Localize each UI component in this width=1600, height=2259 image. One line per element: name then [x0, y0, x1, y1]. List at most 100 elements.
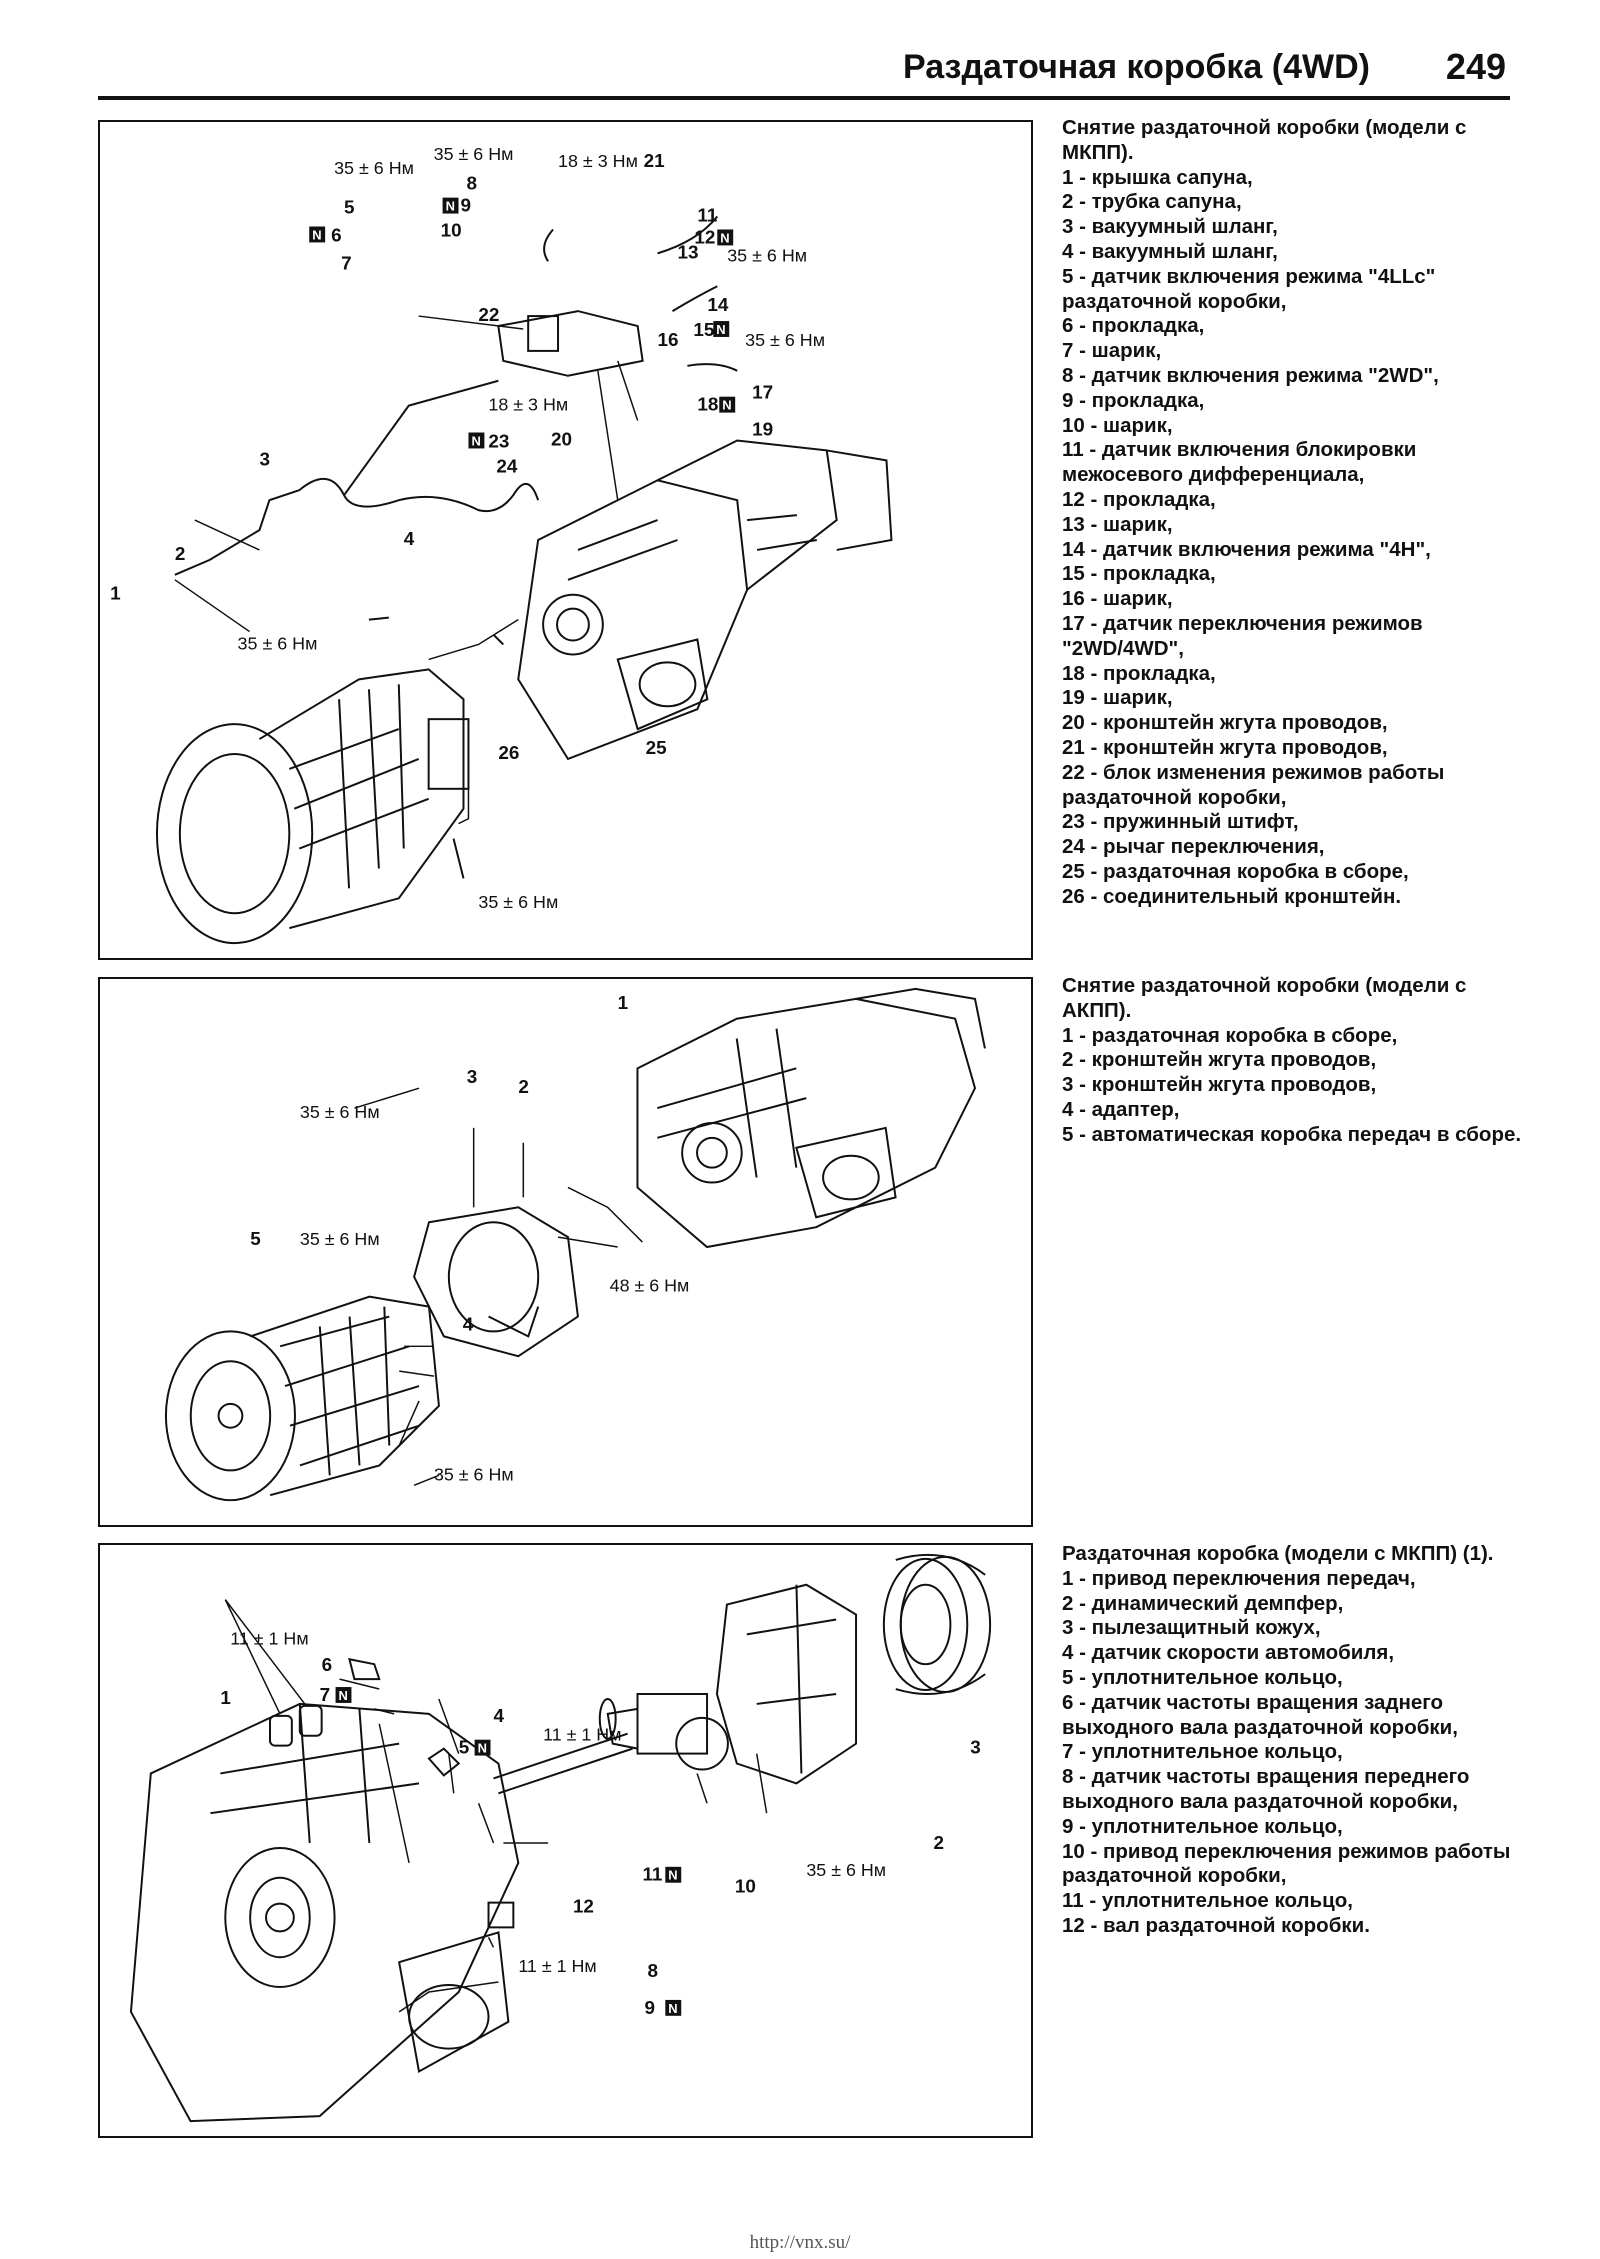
callout-number: 15	[693, 320, 714, 341]
footer-url: http://vnx.su/	[749, 2232, 851, 2253]
callout-number: 23	[488, 431, 509, 452]
callout-number: 26	[498, 743, 519, 764]
callout-number: 6	[322, 1654, 333, 1675]
torque-label: 35 ± 6 Нм	[434, 144, 514, 164]
page-header: Раздаточная коробка (4WD) 249	[98, 42, 1510, 100]
caption-item: 3 - вакуумный шланг,	[1062, 215, 1278, 239]
callout-number: 6	[331, 225, 342, 246]
caption-item: 22 - блок изменения режимов работы разда…	[1062, 760, 1445, 809]
diagram-callouts: 35 ± 6 Нм 35 ± 6 Нм 48 ± 6 Нм 35 ± 6 Нм …	[250, 992, 689, 1485]
caption-item: 1 - раздаточная коробка в сборе,	[1062, 1023, 1398, 1047]
callout-number: 2	[934, 1832, 945, 1853]
callout-number: 4	[493, 1705, 504, 1726]
exploded-diagram-transfer-case: 11 ± 1 Нм 11 ± 1 Нм 35 ± 6 Нм 11 ± 1 Нм …	[129, 1553, 992, 2123]
svg-text:N: N	[478, 1741, 487, 1756]
caption-item: 19 - шарик,	[1062, 686, 1173, 710]
caption-item: 6 - прокладка,	[1062, 314, 1205, 338]
page-title: Раздаточная коробка (4WD)	[903, 48, 1370, 86]
diagram-linework	[164, 987, 986, 1502]
torque-label: 35 ± 6 Нм	[300, 1102, 380, 1122]
torque-label: 35 ± 6 Нм	[478, 892, 558, 912]
exploded-diagram-automatic: 35 ± 6 Нм 35 ± 6 Нм 48 ± 6 Нм 35 ± 6 Нм …	[164, 987, 986, 1502]
callout-number: 1	[618, 992, 629, 1013]
caption-item: 11 - датчик включения блокировки межосев…	[1062, 438, 1417, 487]
svg-text:N: N	[722, 398, 731, 413]
caption-item: 4 - вакуумный шланг,	[1062, 239, 1278, 263]
caption-item: 21 - кронштейн жгута проводов,	[1062, 735, 1388, 759]
callout-number: 7	[320, 1684, 331, 1705]
callout-number: 3	[970, 1737, 981, 1758]
torque-label: 35 ± 6 Нм	[238, 633, 318, 653]
callout-number: 5	[344, 198, 355, 219]
callout-number: 11	[642, 1864, 662, 1885]
svg-text:N: N	[716, 322, 725, 337]
caption-item: 4 - датчик скорости автомобиля,	[1062, 1641, 1395, 1665]
figure-panel-automatic-removal: 35 ± 6 Нм 35 ± 6 Нм 48 ± 6 Нм 35 ± 6 Нм …	[98, 977, 1033, 1527]
caption-item: 1 - привод переключения передач,	[1062, 1566, 1416, 1590]
torque-label: 48 ± 6 Нм	[610, 1276, 690, 1296]
callout-number: 14	[707, 295, 729, 316]
callout-number: 12	[573, 1896, 594, 1917]
caption-heading: Снятие раздаточной коробки (модели с МКП…	[1062, 116, 1467, 164]
caption-item: 24 - рычаг переключения,	[1062, 835, 1325, 859]
caption-item: 15 - прокладка,	[1062, 562, 1216, 586]
torque-label: 35 ± 6 Нм	[300, 1229, 380, 1249]
caption-transfer-case-components: Раздаточная коробка (модели с МКПП) (1).…	[1062, 1542, 1522, 1939]
caption-item: 9 - уплотнительное кольцо,	[1062, 1814, 1343, 1838]
caption-item: 7 - шарик,	[1062, 339, 1162, 363]
callout-number: 21	[644, 151, 665, 172]
new-part-mark-icon: N N N N N N	[309, 197, 736, 448]
caption-item: 2 - динамический демпфер,	[1062, 1591, 1344, 1615]
caption-item: 18 - прокладка,	[1062, 661, 1216, 685]
torque-label: 11 ± 1 Нм	[230, 1628, 308, 1648]
torque-label: 18 ± 3 Нм	[488, 395, 568, 415]
caption-item: 2 - трубка сапуна,	[1062, 190, 1242, 214]
callout-number: 13	[677, 242, 698, 263]
caption-item: 12 - вал раздаточной коробки.	[1062, 1913, 1370, 1937]
caption-item: 3 - кронштейн жгута проводов,	[1062, 1073, 1377, 1097]
callout-number: 2	[175, 544, 186, 565]
caption-item: 2 - кронштейн жгута проводов,	[1062, 1048, 1377, 1072]
caption-item: 11 - уплотнительное кольцо,	[1062, 1889, 1353, 1913]
callout-number: 5	[459, 1737, 470, 1758]
callout-number: 8	[647, 1960, 658, 1981]
torque-label: 11 ± 1 Нм	[543, 1725, 621, 1745]
exploded-diagram-manual: 35 ± 6 Нм 35 ± 6 Нм 18 ± 3 Нм 35 ± 6 Нм …	[110, 144, 893, 945]
diagram-linework	[155, 215, 893, 945]
caption-item: 10 - шарик,	[1062, 413, 1173, 437]
svg-text:N: N	[312, 227, 321, 242]
caption-item: 8 - датчик включения режима "2WD",	[1062, 363, 1439, 387]
diagram-linework	[129, 1553, 992, 2123]
header-rule	[98, 96, 1510, 100]
caption-heading: Раздаточная коробка (модели с МКПП) (1).	[1062, 1542, 1494, 1565]
callout-number: 24	[496, 456, 518, 477]
callout-number: 12	[694, 227, 715, 248]
caption-item: 3 - пылезащитный кожух,	[1062, 1616, 1321, 1640]
callout-number: 1	[220, 1687, 231, 1708]
torque-label: 35 ± 6 Нм	[727, 245, 807, 265]
caption-item: 7 - уплотнительное кольцо,	[1062, 1740, 1343, 1764]
diagram-callouts: 35 ± 6 Нм 35 ± 6 Нм 18 ± 3 Нм 35 ± 6 Нм …	[110, 144, 825, 912]
callout-number: 18	[697, 395, 718, 416]
torque-label: 11 ± 1 Нм	[518, 1956, 596, 1976]
caption-item: 10 - привод переключения режимов работы …	[1062, 1839, 1511, 1888]
caption-item: 5 - датчик включения режима "4LLc" разда…	[1062, 264, 1436, 313]
torque-label: 35 ± 6 Нм	[434, 1464, 514, 1484]
caption-item: 8 - датчик частоты вращения переднего вы…	[1062, 1765, 1470, 1813]
callout-number: 1	[110, 584, 121, 605]
callout-number: 20	[551, 429, 572, 450]
caption-item: 13 - шарик,	[1062, 512, 1173, 536]
figure-panel-manual-removal: 35 ± 6 Нм 35 ± 6 Нм 18 ± 3 Нм 35 ± 6 Нм …	[98, 120, 1033, 960]
callout-number: 4	[463, 1313, 474, 1334]
svg-text:N: N	[446, 199, 455, 214]
caption-item: 4 - адаптер,	[1062, 1097, 1180, 1121]
svg-text:N: N	[720, 230, 729, 245]
callout-number: 10	[735, 1876, 756, 1897]
caption-heading: Снятие раздаточной коробки (модели с АКП…	[1062, 974, 1467, 1022]
caption-item: 1 - крышка сапуна,	[1062, 165, 1253, 189]
caption-item: 12 - прокладка,	[1062, 487, 1216, 511]
torque-label: 35 ± 6 Нм	[745, 330, 825, 350]
callout-number: 19	[752, 420, 773, 441]
caption-item: 16 - шарик,	[1062, 587, 1173, 611]
caption-automatic-removal: Снятие раздаточной коробки (модели с АКП…	[1062, 974, 1522, 1148]
